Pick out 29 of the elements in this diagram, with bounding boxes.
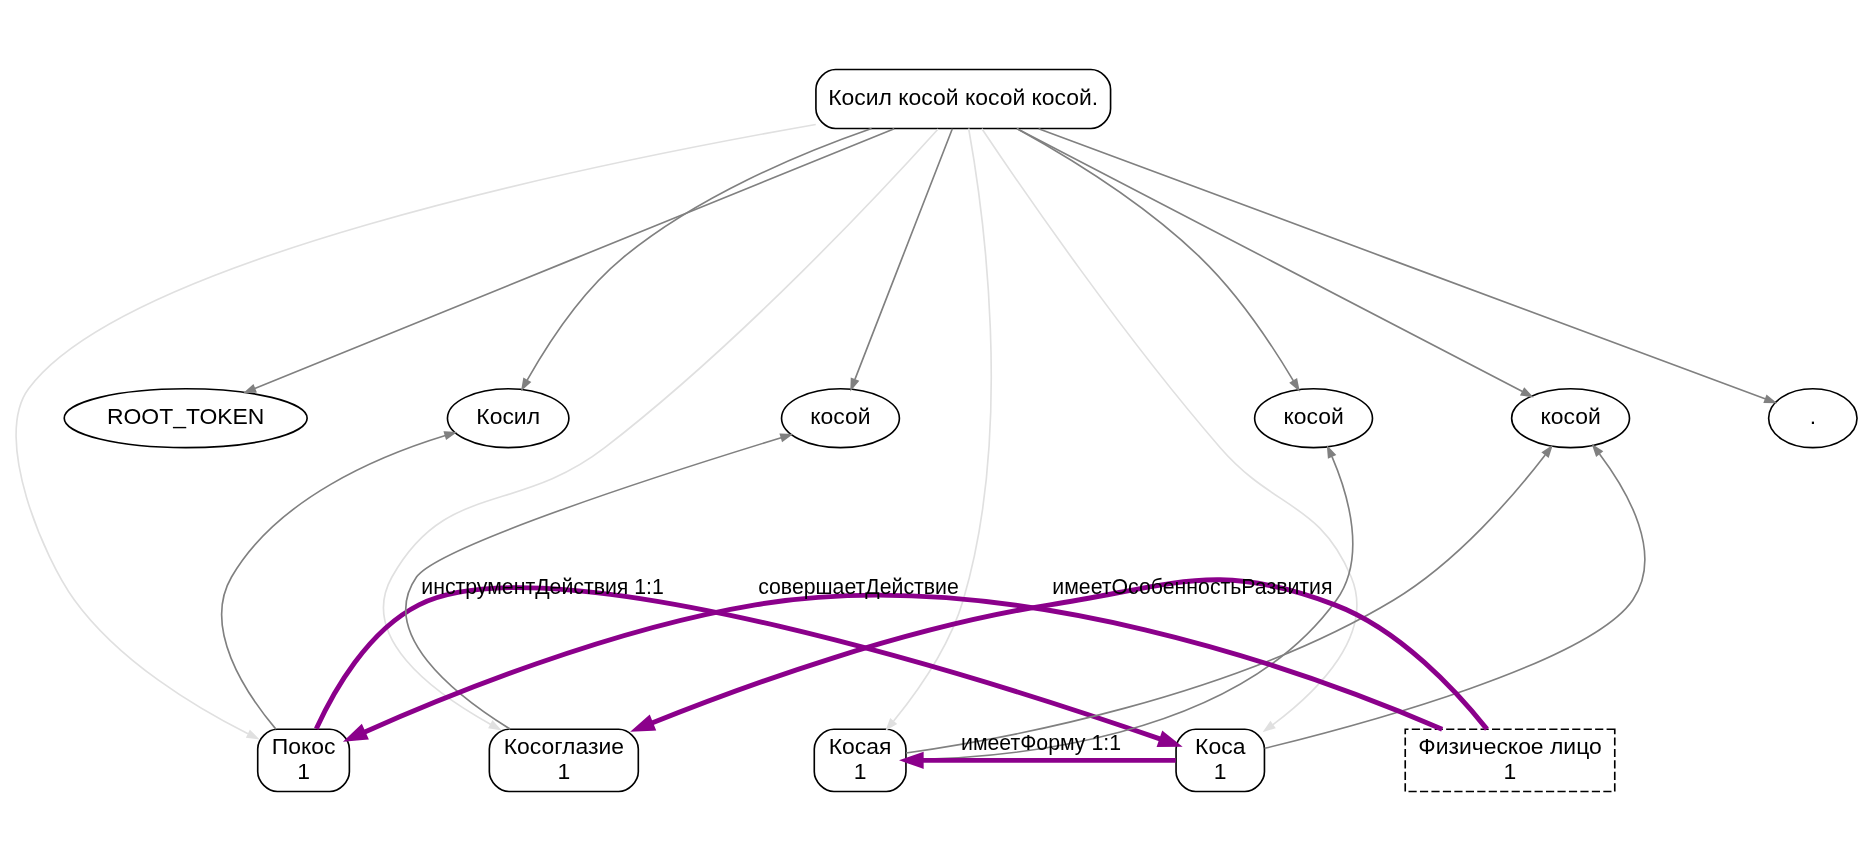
arrow (1037, 127, 1777, 403)
arrow (884, 127, 992, 731)
arrow (342, 592, 1443, 742)
arrow (220, 430, 457, 730)
edge-label: совершаетДействие (757, 574, 959, 599)
arrow (629, 576, 1489, 732)
node-ellipse: Косил (446, 387, 570, 448)
arrow (14, 123, 817, 739)
node-box: Косая 1 (812, 727, 907, 792)
edge-label: имеетФорму 1:1 (960, 730, 1121, 755)
arrow (980, 127, 1358, 732)
arrow (242, 127, 895, 393)
arrow (849, 127, 953, 391)
node-ellipse: косой (1253, 387, 1373, 448)
node-box: Косил косой косой косой. (814, 68, 1111, 129)
node-box: Физическое лицо 1 (1403, 727, 1616, 792)
arrow (520, 127, 872, 391)
arrow (1263, 443, 1646, 749)
arrow (904, 444, 1553, 754)
arrow (404, 432, 793, 730)
arrow (313, 585, 1183, 747)
node-ellipse: . (1767, 387, 1858, 448)
node-box: Коса 1 (1174, 727, 1265, 792)
arrow (382, 127, 939, 730)
node-box: Покос 1 (256, 727, 350, 792)
node-ellipse: ROOT_TOKEN (62, 387, 308, 448)
node-box: Косоглазие 1 (488, 727, 639, 792)
arrow (1015, 127, 1534, 397)
arrow (898, 751, 1176, 769)
